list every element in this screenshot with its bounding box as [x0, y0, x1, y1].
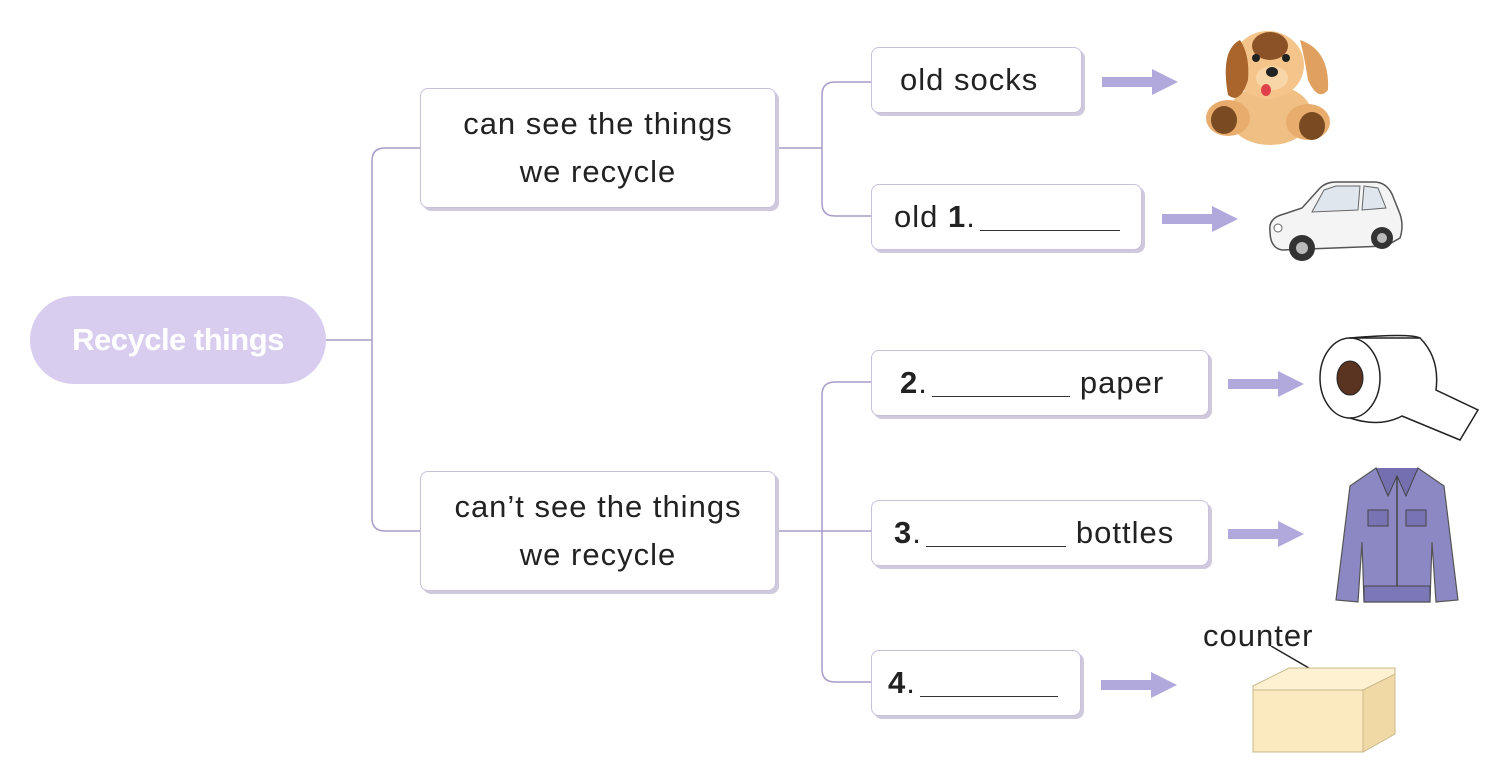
branch-label-line2: we recycle: [519, 537, 677, 572]
arrow-right-icon: [1101, 672, 1177, 698]
branch-label-line1: can see the things: [463, 106, 733, 141]
counter-box-icon: [1252, 646, 1396, 753]
counter-label: counter: [1203, 618, 1314, 653]
answer-blank[interactable]: [931, 370, 1070, 397]
leaf-suffix: paper: [1079, 365, 1165, 400]
arrow-right-icon: [1228, 521, 1304, 547]
branch-cant-see: can’t see the things we recycle: [420, 471, 776, 591]
branch-can-see: can see the things we recycle: [420, 88, 776, 208]
leaf-prefix: old: [894, 199, 939, 234]
leaf-blank-1: old 1.: [871, 184, 1142, 250]
jacket-icon: [1335, 467, 1459, 603]
branch-label-line2: we recycle: [519, 154, 677, 189]
leaf-old-socks: old socks: [871, 47, 1082, 113]
root-node: Recycle things: [30, 296, 326, 384]
answer-blank[interactable]: [919, 670, 1058, 697]
arrow-right-icon: [1228, 371, 1304, 397]
answer-blank[interactable]: [979, 204, 1120, 231]
blank-number: 4: [888, 665, 907, 700]
car-icon: [1269, 181, 1403, 261]
leaf-text: old socks: [900, 62, 1039, 97]
arrow-right-icon: [1102, 69, 1178, 95]
toilet-paper-icon: [1319, 334, 1480, 441]
leaf-blank-2: 2. paper: [871, 350, 1209, 416]
root-label: Recycle things: [72, 322, 284, 357]
answer-blank[interactable]: [925, 520, 1066, 547]
blank-number: 2: [900, 365, 919, 400]
arrow-right-icon: [1162, 206, 1238, 232]
leaf-blank-3: 3. bottles: [871, 500, 1209, 566]
blank-number: 3: [894, 515, 913, 550]
leaf-blank-4: 4.: [871, 650, 1081, 716]
blank-number: 1: [948, 199, 967, 234]
teddy-dog-icon: [1206, 31, 1330, 145]
branch-label-line1: can’t see the things: [454, 489, 742, 524]
leaf-suffix: bottles: [1075, 515, 1175, 550]
